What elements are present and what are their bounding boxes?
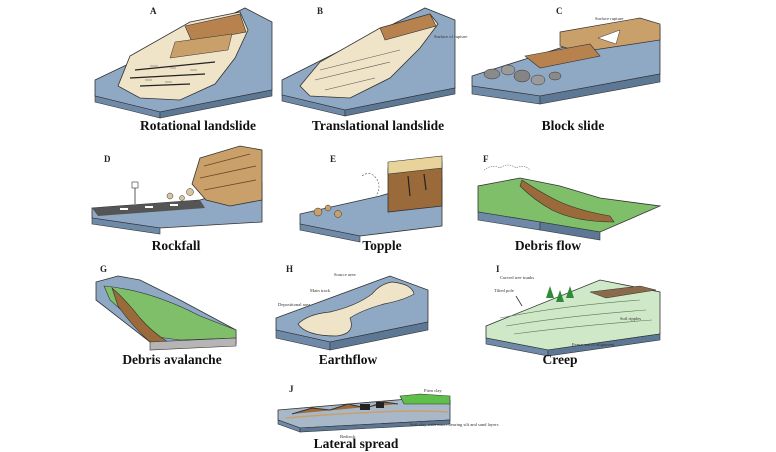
rock-cliff bbox=[191, 145, 263, 207]
soil-ripples bbox=[499, 299, 653, 335]
debris-texture bbox=[145, 65, 197, 83]
annotation-firm-clay: Firm clay bbox=[424, 388, 442, 393]
panel-caption: Creep bbox=[543, 352, 578, 367]
slope-front bbox=[329, 321, 429, 351]
panel-caption: Translational landslide bbox=[312, 118, 444, 133]
tree-icon bbox=[556, 290, 564, 302]
slope-front bbox=[539, 73, 661, 105]
panel-caption: Lateral spread bbox=[314, 436, 399, 451]
boulder bbox=[513, 69, 531, 83]
topple-arc bbox=[361, 173, 380, 197]
tree-icon bbox=[546, 286, 554, 298]
debris-channel bbox=[519, 179, 615, 223]
annotation-soil-ripples: Soil ripples bbox=[620, 316, 641, 321]
soft-clay-layer bbox=[285, 410, 449, 419]
panel-letter: E bbox=[330, 154, 336, 164]
panel-rotational-landslide: A Rotational landslide bbox=[94, 6, 273, 133]
boulder bbox=[500, 64, 516, 76]
slope-front bbox=[547, 333, 661, 357]
head-scarp bbox=[379, 13, 437, 41]
road-sign bbox=[131, 181, 139, 189]
road-marking bbox=[120, 208, 128, 210]
firm-clay-top bbox=[399, 393, 451, 405]
ground-side bbox=[91, 217, 161, 235]
panel-debris-avalanche: G Debris avalanche bbox=[95, 264, 237, 367]
panel-letter: J bbox=[289, 384, 294, 394]
fallen-block bbox=[334, 210, 342, 218]
panel-letter: A bbox=[150, 6, 157, 16]
panel-letter: I bbox=[496, 264, 500, 274]
slope-front bbox=[344, 87, 456, 117]
arrow-icon bbox=[597, 29, 621, 45]
boulder bbox=[548, 71, 562, 81]
slope-front bbox=[159, 89, 273, 119]
annotation-surface-rupture: Surface rupture bbox=[595, 16, 623, 21]
tilted-pole bbox=[515, 295, 523, 307]
falling-rock bbox=[179, 195, 185, 201]
block-front bbox=[299, 419, 451, 433]
falling-rock bbox=[166, 192, 174, 200]
fracture-lines bbox=[407, 173, 427, 197]
slope-side bbox=[299, 223, 361, 243]
annotation-surface-of-rupture: Surface of rupture bbox=[434, 34, 467, 39]
rain-clouds bbox=[483, 164, 531, 171]
annotation-bedrock: Bedrock bbox=[340, 434, 356, 439]
fallen-block bbox=[313, 207, 323, 217]
tree-icon bbox=[566, 286, 574, 298]
green-hillside bbox=[103, 285, 237, 341]
bedding-lines bbox=[199, 153, 257, 191]
slope-front bbox=[539, 221, 601, 241]
panel-translational-landslide: B Surface of rupture Translational lands… bbox=[281, 6, 467, 133]
panel-caption: Debris avalanche bbox=[122, 352, 221, 367]
panel-letter: D bbox=[104, 154, 111, 164]
panel-caption: Earthflow bbox=[319, 352, 378, 367]
crack-lines bbox=[129, 61, 216, 87]
annotation-tilted-pole: Tilted pole bbox=[494, 288, 514, 293]
panel-creep: I Curved tree trunks Tilted pole Soil ri… bbox=[485, 264, 661, 367]
annotation-main-track: Main track bbox=[310, 288, 331, 293]
panel-earthflow: H Source area Main track Depositional ar… bbox=[275, 264, 429, 367]
fissure bbox=[360, 404, 370, 410]
panel-caption: Rotational landslide bbox=[140, 118, 256, 133]
panel-letter: H bbox=[286, 264, 293, 274]
boulder bbox=[483, 68, 501, 80]
panel-rockfall: D Rockfall bbox=[91, 145, 263, 253]
annotation-curved-tree-trunks: Curved tree trunks bbox=[500, 275, 534, 280]
panel-letter: B bbox=[317, 6, 323, 16]
debris-texture bbox=[314, 49, 401, 91]
road-marking bbox=[145, 206, 153, 208]
panel-topple: E Topple bbox=[299, 154, 443, 253]
panel-lateral-spread: J Firm clay Soft clay with water-bearing… bbox=[277, 384, 499, 451]
fallen-block bbox=[324, 204, 332, 212]
boulder bbox=[530, 74, 546, 86]
road-marking bbox=[170, 204, 178, 206]
annotation-depositional-area: Depositional area bbox=[278, 302, 310, 307]
panel-letter: F bbox=[483, 154, 489, 164]
annotation-fence-out-of-alignment: Fence out of alignment bbox=[572, 342, 615, 347]
panel-debris-flow: F Debris flow bbox=[477, 154, 662, 253]
earthflow-mass bbox=[297, 281, 415, 337]
cap-layer bbox=[387, 155, 443, 175]
panel-caption: Debris flow bbox=[515, 238, 582, 253]
annotation-source-area: Source area bbox=[334, 272, 356, 277]
fissure bbox=[376, 402, 384, 408]
panel-caption: Topple bbox=[362, 238, 401, 253]
falling-rock bbox=[186, 188, 194, 196]
panel-caption: Rockfall bbox=[152, 238, 201, 253]
valley-floor bbox=[149, 337, 237, 351]
annotation-soft-clay: Soft clay with water-bearing silt and sa… bbox=[410, 422, 499, 427]
panel-block-slide: C Surface rupture Block slide bbox=[471, 6, 661, 133]
panel-letter: G bbox=[100, 264, 107, 274]
avalanche-scar bbox=[111, 287, 170, 343]
rupture-scarp bbox=[184, 13, 247, 43]
rotated-block bbox=[169, 33, 233, 59]
panel-letter: C bbox=[556, 6, 563, 16]
panel-caption: Block slide bbox=[542, 118, 605, 133]
rock-outcrop bbox=[589, 285, 657, 299]
sliding-block bbox=[524, 43, 601, 69]
